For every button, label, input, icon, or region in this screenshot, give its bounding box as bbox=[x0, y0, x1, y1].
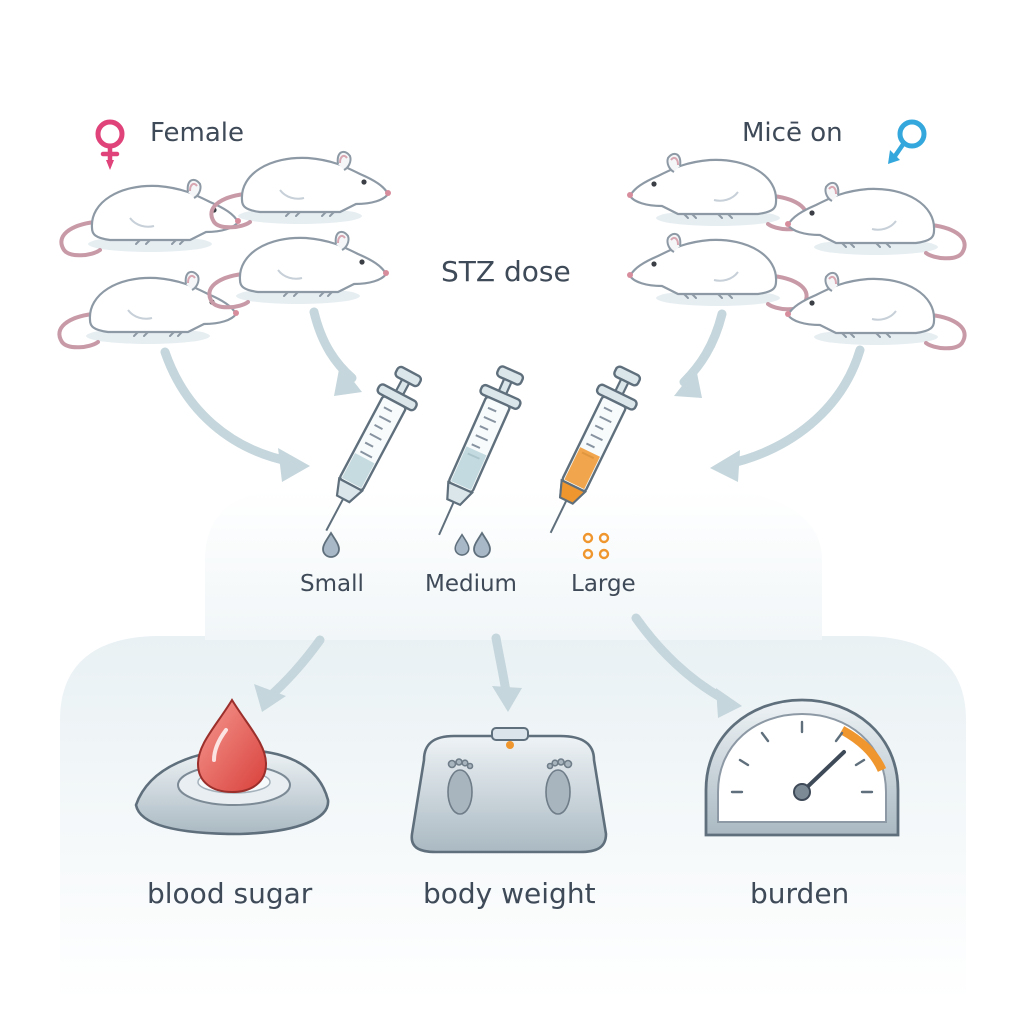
syringe-medium bbox=[418, 360, 533, 545]
dots-icon bbox=[582, 532, 610, 560]
burden-label: burden bbox=[750, 877, 850, 910]
syringe-large bbox=[530, 360, 650, 544]
arrow-heads bbox=[254, 364, 742, 718]
dose-small-label: Small bbox=[300, 571, 364, 597]
bathroom-scale-icon bbox=[410, 727, 608, 854]
female-mouse-group bbox=[57, 149, 393, 350]
stz-dose-label: STZ dose bbox=[441, 255, 571, 288]
male-symbol-icon bbox=[888, 119, 927, 164]
male-mouse-group bbox=[625, 151, 967, 351]
dose-medium-label: Medium bbox=[425, 571, 517, 597]
glucose-meter-icon bbox=[134, 698, 330, 836]
dose-large-label: Large bbox=[571, 571, 636, 597]
female-symbol-icon bbox=[95, 119, 125, 170]
flow-arrows bbox=[160, 307, 865, 703]
female-label: Female bbox=[150, 118, 245, 148]
gauge-icon bbox=[704, 698, 900, 837]
mice-label: Micē on bbox=[742, 118, 843, 148]
body-weight-label: body weight bbox=[423, 877, 596, 910]
blood-sugar-label: blood sugar bbox=[147, 877, 313, 910]
dose-panel bbox=[205, 490, 822, 640]
syringe-small bbox=[306, 360, 431, 542]
